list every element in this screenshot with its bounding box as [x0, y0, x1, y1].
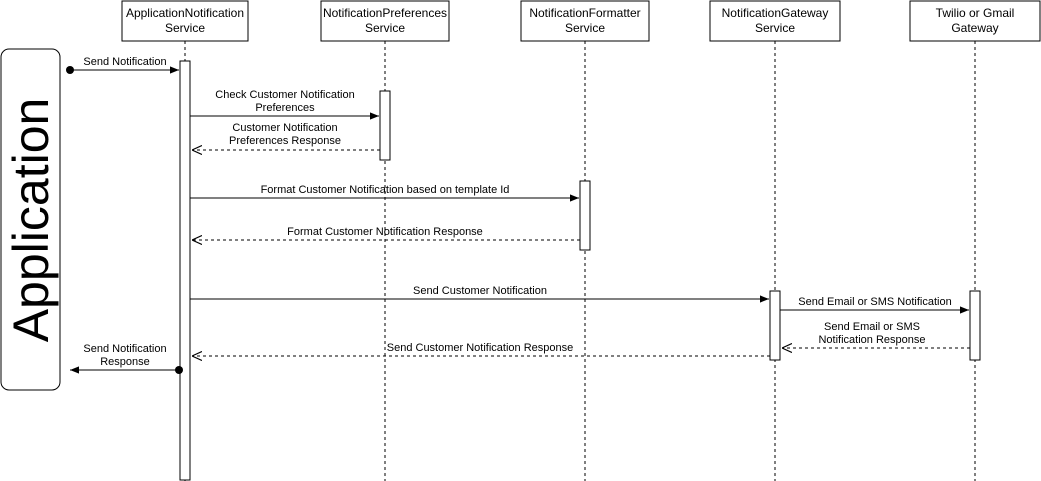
message-m1: Send Notification [66, 56, 179, 74]
message-m10: Send Notification Response [70, 343, 183, 374]
participant-app: ApplicationNotification Service [121, 0, 249, 42]
participant-pref-line1: NotificationPreferences [323, 6, 447, 20]
message-m5: Format Customer Notification Response [192, 226, 580, 240]
message-m5-label: Format Customer Notification Response [287, 226, 483, 238]
message-m10-label-line1: Send Notification [83, 343, 166, 355]
participant-pref-line2: Service [365, 21, 405, 35]
participant-app-line2: Service [165, 21, 205, 35]
participant-gw: NotificationGateway Service [709, 0, 841, 42]
participant-ext: Twilio or Gmail Gateway [909, 0, 1041, 42]
message-m8: Send Email or SMS Notification Response [782, 321, 970, 348]
message-m7: Send Email or SMS Notification [780, 296, 969, 314]
message-m2: Check Customer Notification Preferences [190, 89, 379, 120]
participant-gw-line2: Service [755, 21, 795, 35]
message-m8-label-line1: Send Email or SMS [824, 321, 920, 333]
application-actor-label: Application [3, 98, 59, 343]
participant-fmt-line1: NotificationFormatter [529, 6, 640, 20]
message-m3-label-line2: Preferences Response [229, 135, 341, 147]
message-m3-label-line1: Customer Notification [232, 122, 337, 134]
participant-app-line1: ApplicationNotification [126, 6, 244, 20]
activation-gw [769, 290, 781, 361]
application-actor: Application [0, 48, 61, 391]
message-m4: Format Customer Notification based on te… [190, 184, 579, 202]
participant-pref: NotificationPreferences Service [320, 0, 450, 42]
message-m4-label: Format Customer Notification based on te… [261, 184, 510, 196]
message-m9: Send Customer Notification Response [192, 342, 770, 356]
activation-pref [379, 90, 391, 161]
message-m6: Send Customer Notification [190, 285, 769, 303]
message-m8-label-line2: Notification Response [818, 334, 925, 346]
message-m3: Customer Notification Preferences Respon… [192, 122, 380, 150]
activation-bars [179, 60, 981, 481]
message-m6-label: Send Customer Notification [413, 285, 547, 297]
activation-fmt [579, 180, 591, 251]
participant-ext-line2: Gateway [951, 21, 998, 35]
message-m1-label: Send Notification [83, 56, 166, 68]
participant-gw-line1: NotificationGateway [722, 6, 829, 20]
activation-app [179, 60, 191, 481]
activation-ext [969, 290, 981, 361]
message-m7-label: Send Email or SMS Notification [798, 296, 951, 308]
message-m10-label-line2: Response [100, 356, 150, 368]
message-m2-label-line1: Check Customer Notification [215, 89, 354, 101]
message-m9-label: Send Customer Notification Response [387, 342, 573, 354]
participant-ext-line1: Twilio or Gmail [936, 6, 1015, 20]
participant-fmt-line2: Service [565, 21, 605, 35]
message-m2-label-line2: Preferences [255, 102, 315, 114]
participant-fmt: NotificationFormatter Service [520, 0, 650, 42]
